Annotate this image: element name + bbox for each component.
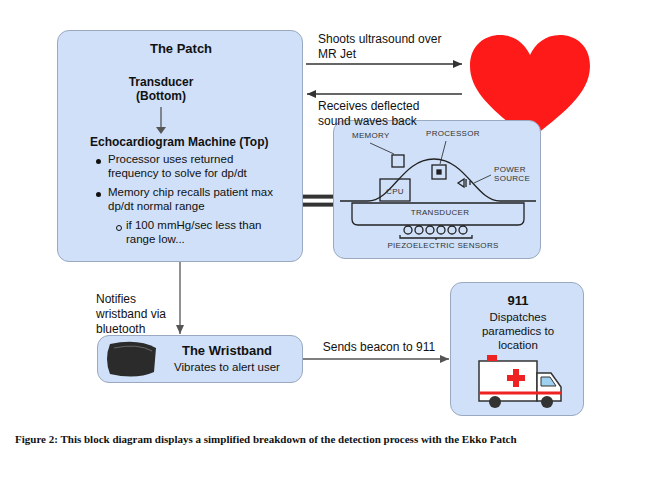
leader-line (370, 143, 394, 154)
arrow-label: Shoots ultrasound over MR Jet (318, 32, 448, 62)
bracket (400, 235, 472, 240)
box-heading: The Wristband (162, 343, 292, 359)
down-arrow (160, 107, 161, 129)
connector-bar (303, 195, 333, 199)
wristband-box: The WristbandVibrates to alert user (97, 335, 303, 383)
wheel (489, 396, 501, 408)
double-bar-connector (303, 197, 333, 205)
sub-bullet (116, 225, 122, 231)
bullet-text: Memory chip recalls patient max dp/dt no… (108, 186, 278, 214)
part-heading: Transducer (Bottom) (121, 75, 201, 104)
arrow-head (156, 127, 166, 134)
reflection-arrow (307, 93, 462, 94)
connector-bar (303, 203, 333, 207)
piezo-sensor (404, 226, 412, 234)
part-label: CPU (378, 187, 412, 196)
device-drawing (334, 121, 542, 261)
stripe (479, 392, 561, 395)
ultrasound-arrow (306, 63, 462, 64)
processor-core (437, 170, 441, 174)
bullet (96, 159, 101, 164)
box-heading: The Patch (58, 41, 304, 57)
connector-line (179, 262, 180, 334)
leader-line (474, 175, 491, 183)
piezo-sensor (415, 226, 423, 234)
ambulance-body (479, 361, 537, 401)
band-shape (107, 342, 156, 377)
figure-caption: Figure 2: This block diagram displays a … (15, 433, 640, 447)
piezo-sensor (426, 226, 434, 234)
connector-line (303, 358, 449, 359)
part-label: PIEZOELECTRIC SENSORS (378, 241, 508, 250)
window (541, 377, 556, 386)
transducer-body (352, 203, 524, 225)
box-heading: 911 (451, 293, 585, 309)
arrow-connector (180, 262, 181, 334)
processor-chip (432, 165, 446, 179)
edge-label: Notifies wristband via bluetooth (96, 292, 174, 337)
part-heading: Echocardiogram Machine (Top) (90, 135, 300, 149)
memory-chip (392, 155, 404, 167)
part-label: MEMORY (352, 131, 402, 140)
red-cross (507, 369, 525, 387)
wheel (541, 396, 553, 408)
device-cross-section-panel: MEMORY PROCESSOR CPU POWER SOURCE TRANSDUCER… (333, 120, 541, 259)
arrow-label: Receives deflected sound waves back (318, 99, 448, 129)
box-body: Vibrates to alert user (162, 361, 292, 375)
power-source-symbol (458, 179, 470, 187)
leader-line (440, 141, 446, 164)
part-label: POWER SOURCE (494, 165, 534, 183)
band-highlight (114, 346, 152, 351)
piezo-sensor (437, 226, 445, 234)
housing-dome (340, 159, 536, 201)
sub-bullet-text: if 100 mmHg/sec less than range low... (126, 219, 286, 247)
piezo-sensor (459, 226, 467, 234)
piezo-sensor (448, 226, 456, 234)
bullet-text: Processor uses returned frequency to sol… (108, 153, 278, 181)
bullet (96, 192, 101, 197)
part-label: PROCESSOR (426, 129, 486, 138)
emergency-box: 911Dispatches paramedics to location (450, 282, 584, 416)
siren (487, 355, 497, 361)
patch-box: The PatchTransducer (Bottom) Echocardiogr… (57, 30, 303, 262)
box-body: Dispatches paramedics to location (461, 311, 575, 352)
wristband-icon (98, 336, 168, 382)
edge-label: Sends beacon to 911 (312, 340, 446, 355)
arrow-connector (303, 359, 449, 360)
part-label: TRANSDUCER (400, 208, 480, 217)
